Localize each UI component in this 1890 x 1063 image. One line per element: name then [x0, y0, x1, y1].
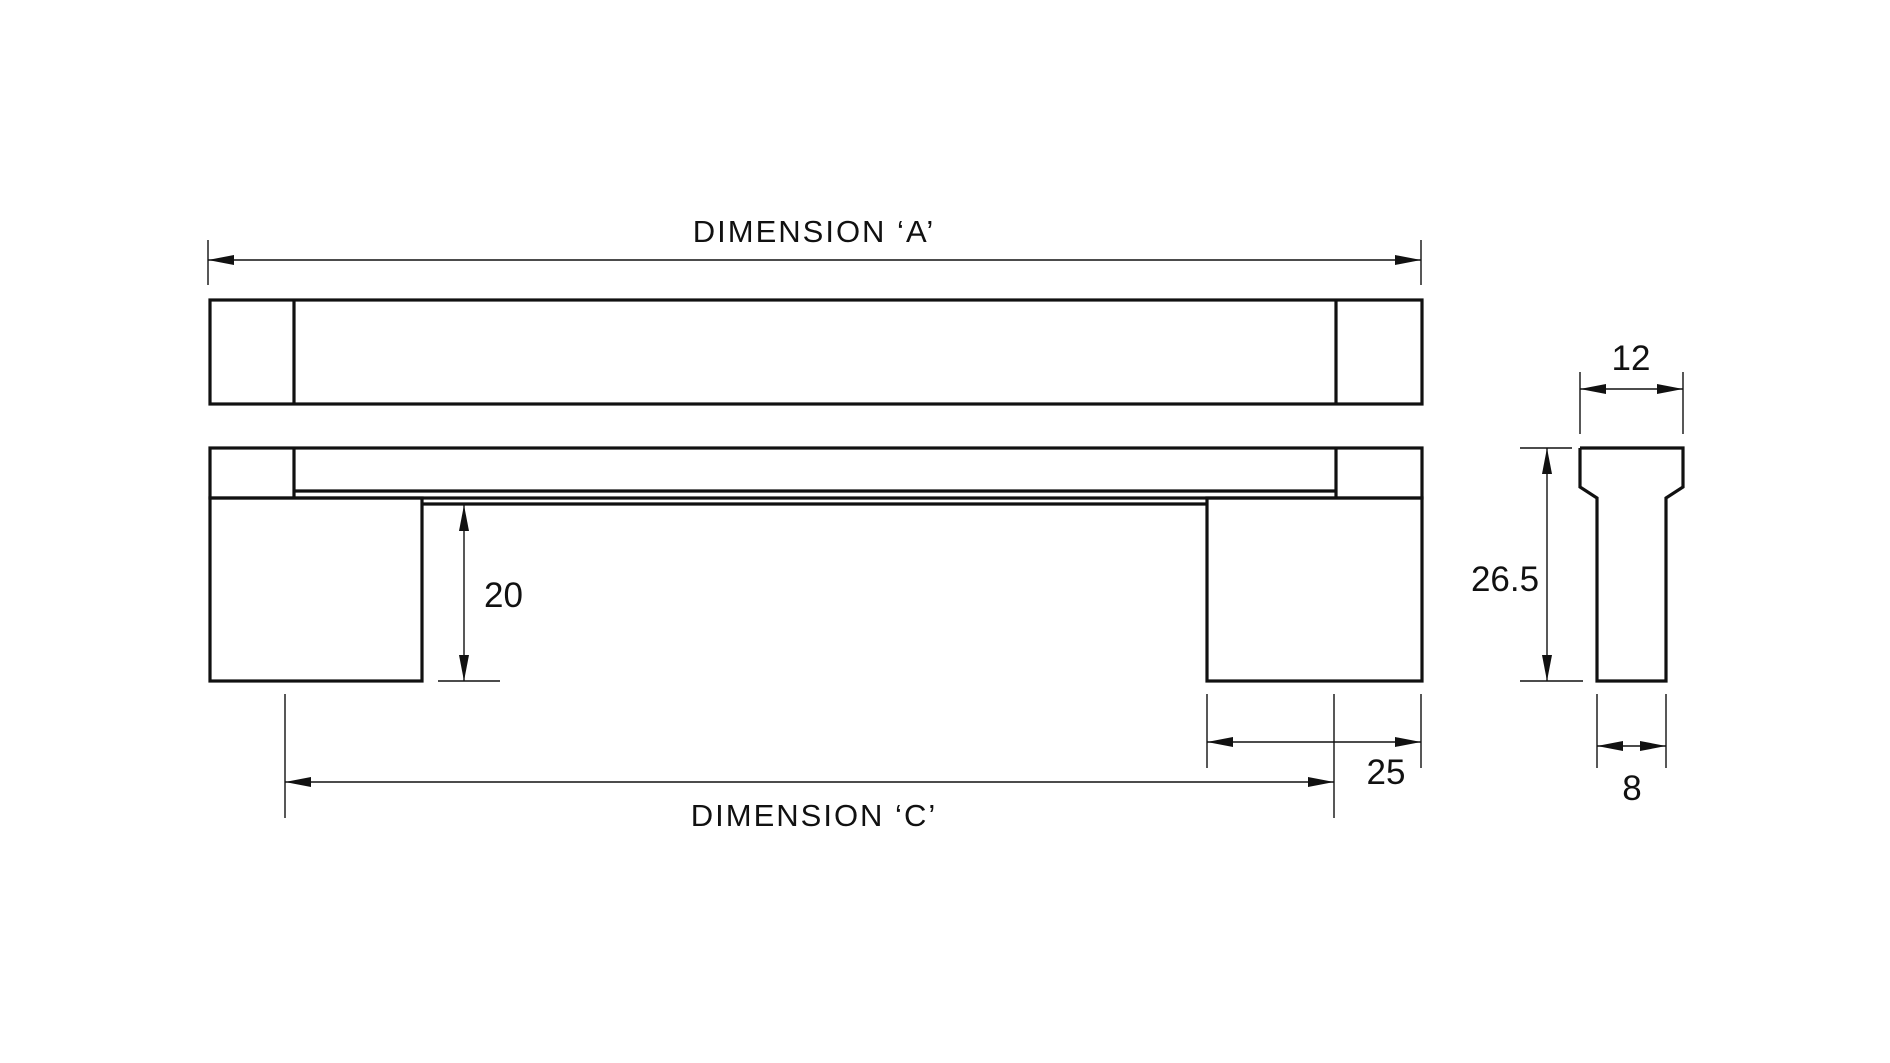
leg-width-label: 25: [1367, 753, 1406, 792]
dimension-profile-height: 26.5: [1471, 447, 1583, 682]
top-view-outline: [208, 298, 1424, 406]
dimension-leg-height: 20: [438, 505, 523, 682]
profile-height-arrow-top: [1542, 448, 1552, 474]
dimension-a: DIMENSION ‘A’: [207, 214, 1422, 285]
profile-width-arrow-left: [1580, 384, 1606, 394]
dimension-c-label: DIMENSION ‘C’: [691, 798, 937, 833]
dimension-profile-stem-width: 8: [1596, 694, 1667, 808]
leg-height-arrow-bottom: [459, 655, 469, 681]
dimension-a-label: DIMENSION ‘A’: [693, 214, 935, 249]
profile-height-arrow-bottom: [1542, 655, 1552, 681]
profile-view: [1578, 446, 1685, 683]
front-view: [208, 446, 1424, 683]
profile-outline: [1578, 446, 1685, 683]
leg-width-arrow-right: [1395, 737, 1421, 747]
leg-height-arrow-top: [459, 505, 469, 531]
dimension-profile-top-width: 12: [1579, 339, 1684, 434]
profile-width-label: 12: [1612, 339, 1651, 378]
stem-width-arrow-right: [1640, 741, 1666, 751]
stem-width-arrow-left: [1597, 741, 1623, 751]
profile-width-arrow-right: [1657, 384, 1683, 394]
dimension-c-arrow-left: [285, 777, 311, 787]
dimension-a-arrow-left: [208, 255, 234, 265]
front-right-leg: [1205, 496, 1424, 683]
leg-width-arrow-left: [1207, 737, 1233, 747]
dimension-c-arrow-right: [1308, 777, 1334, 787]
stem-width-label: 8: [1622, 769, 1641, 808]
leg-height-label: 20: [484, 576, 523, 615]
dimension-leg-width: 25: [1206, 694, 1422, 792]
top-view: [208, 298, 1424, 406]
dimension-a-arrow-right: [1395, 255, 1421, 265]
profile-height-label: 26.5: [1471, 560, 1539, 599]
front-bar-top: [208, 446, 1424, 500]
dimension-c: DIMENSION ‘C’: [284, 694, 1335, 833]
front-left-leg: [208, 496, 424, 683]
